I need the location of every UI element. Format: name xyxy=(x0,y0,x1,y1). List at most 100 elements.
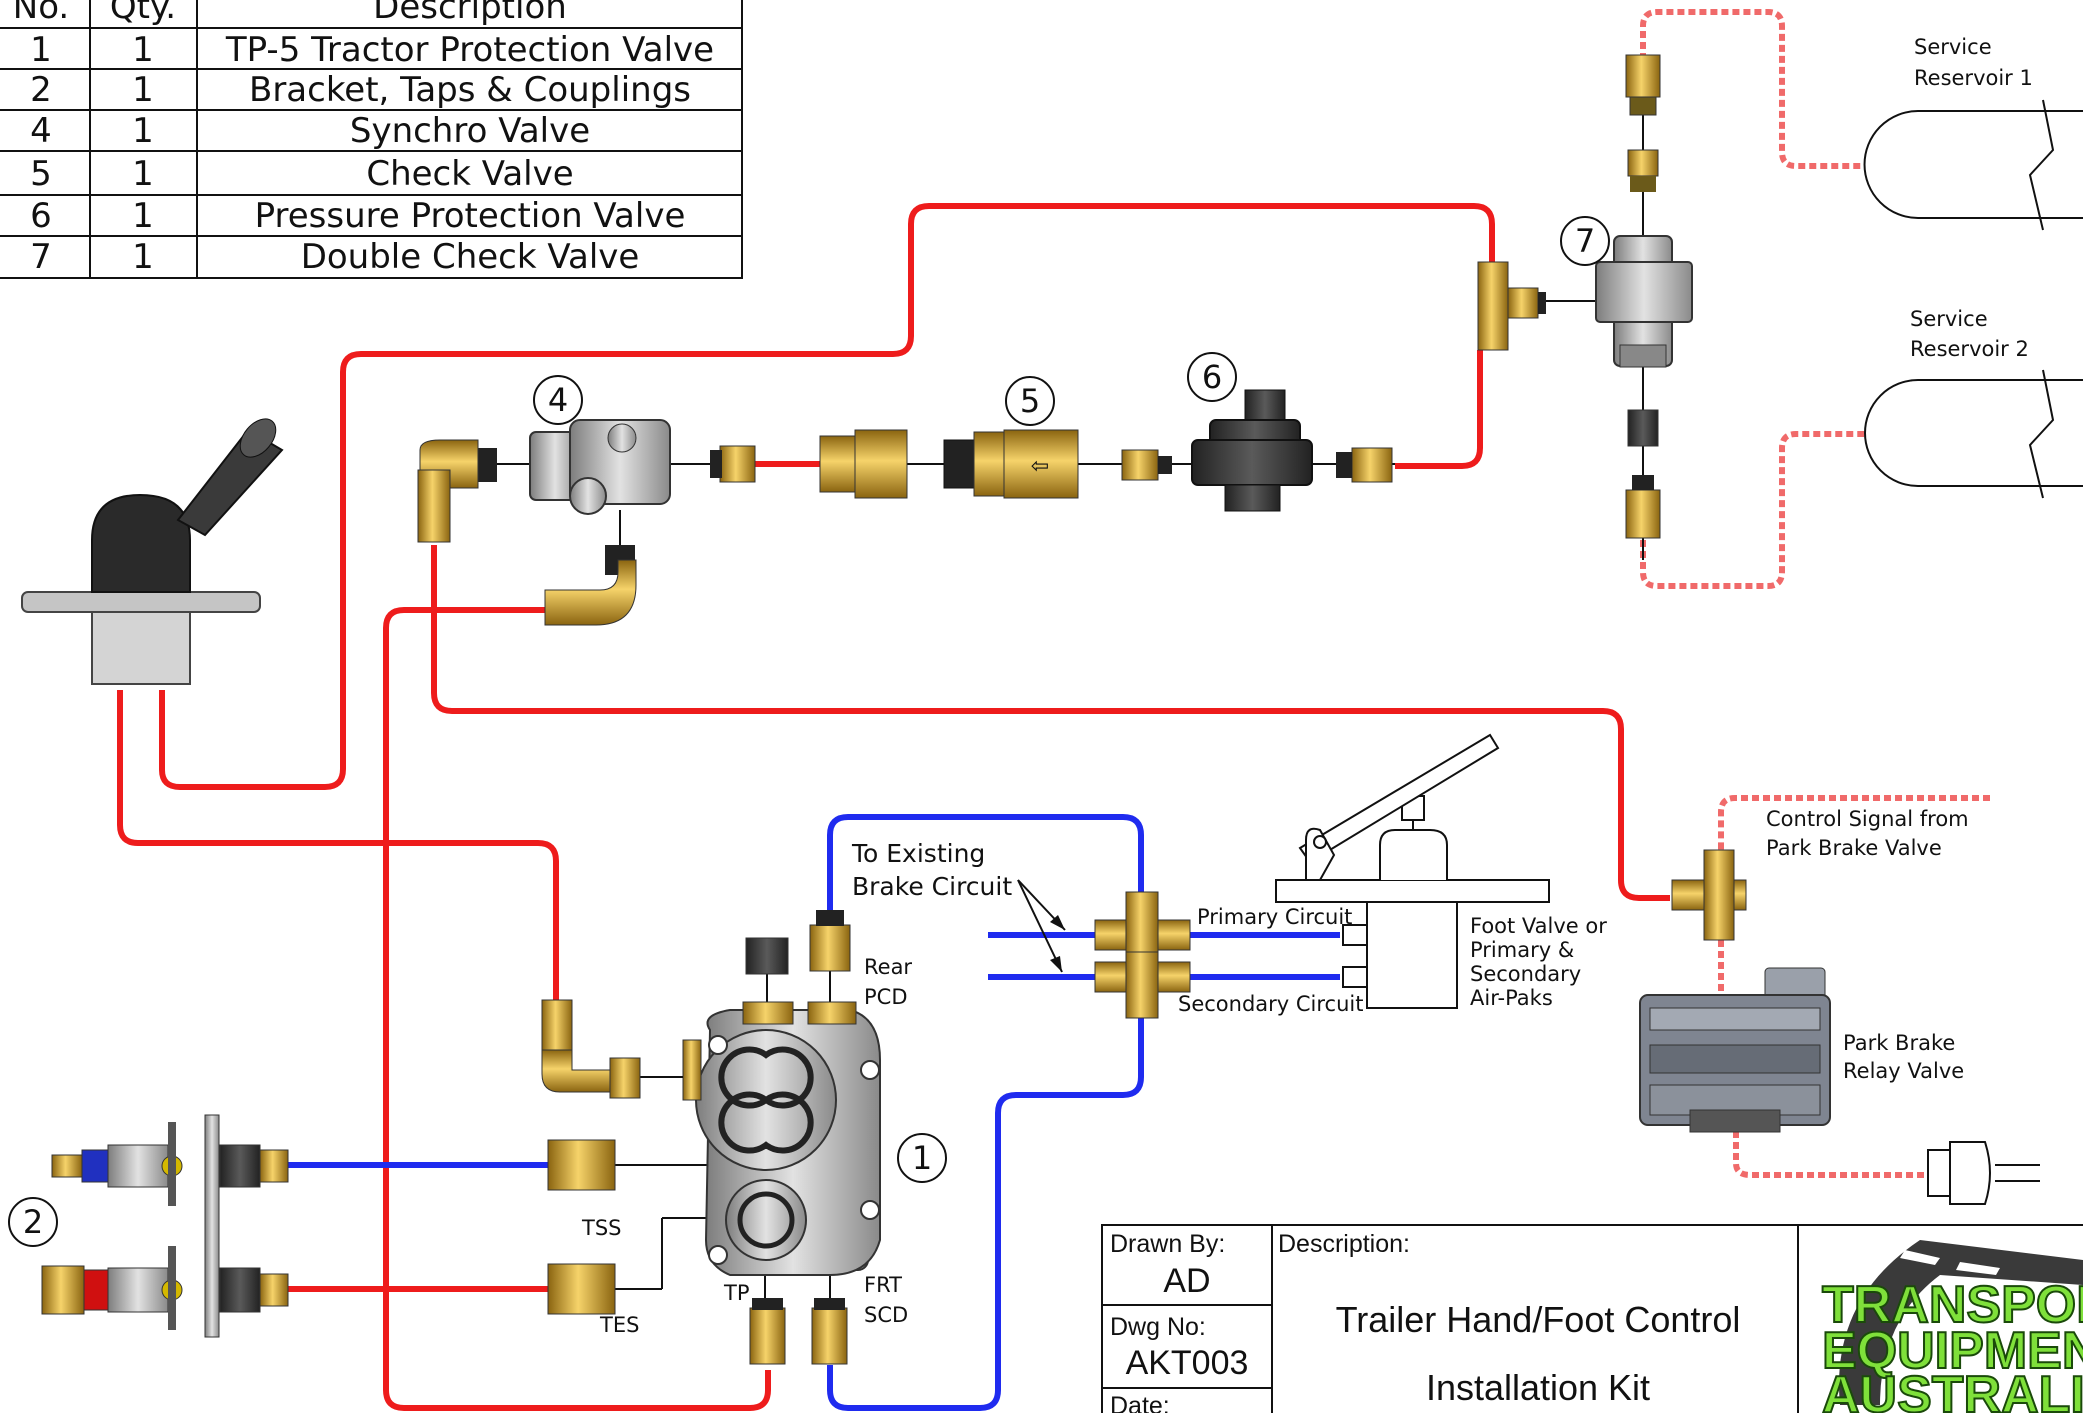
check-valve-5: ⇦ 5 xyxy=(819,376,1100,499)
table-row-1-no: 1 xyxy=(30,30,52,70)
balloon-5 xyxy=(1005,376,1055,426)
couplings-item-2: 2 xyxy=(8,1114,289,1338)
control-signal-label-1: Control Signal from xyxy=(1766,807,1969,831)
table-row-6-qty: 1 xyxy=(132,237,154,277)
table-row-2-description: Bracket, Taps & Couplings xyxy=(249,70,691,110)
table-row-3-no: 4 xyxy=(30,111,52,151)
secondary-circuit-label: Secondary Circuit xyxy=(1178,992,1363,1016)
tp-label: TP xyxy=(723,1281,750,1305)
parts-table: No. Qty. Description 1 1 TP-5 Tractor Pr… xyxy=(0,0,743,279)
table-header-qty: Qty. xyxy=(110,0,176,27)
table-row-1-qty: 1 xyxy=(132,30,154,70)
balloon-7 xyxy=(1560,216,1610,266)
red-line-handvalve-to-reservoir xyxy=(159,203,1495,790)
red-line-handvalve-to-tp5 xyxy=(117,690,559,1000)
foot-valve-label-4: Air-Paks xyxy=(1470,986,1553,1010)
table-header-description: Description xyxy=(373,0,567,27)
dwg-no-label: Dwg No: xyxy=(1110,1313,1206,1341)
table-row-2-no: 2 xyxy=(30,70,52,110)
description-line-2: Installation Kit xyxy=(1426,1367,1650,1408)
synchro-valve-4: 4 xyxy=(475,375,756,575)
pressure-protection-valve-6: 6 xyxy=(1100,352,1395,512)
tes-label: TES xyxy=(599,1313,639,1337)
table-row-6-description: Double Check Valve xyxy=(301,237,640,277)
svg-text:⇦: ⇦ xyxy=(1031,454,1049,479)
rear-label: Rear xyxy=(864,955,912,979)
tee-fitting-valve7 xyxy=(1477,261,1546,351)
table-row-5-description: Pressure Protection Valve xyxy=(255,196,686,236)
drawn-by-label: Drawn By: xyxy=(1110,1230,1225,1258)
balloon-6 xyxy=(1187,352,1237,402)
elbow-fitting-tp5 xyxy=(541,999,683,1099)
elbow-fitting-lower xyxy=(544,559,637,626)
dwg-no-value: AKT003 xyxy=(1126,1344,1249,1382)
table-row-2-qty: 1 xyxy=(132,70,154,110)
table-row-5-no: 6 xyxy=(30,196,52,236)
elbow-fitting-upper xyxy=(417,439,479,543)
existing-brake-circuit-callout: To Existing Brake Circuit xyxy=(851,839,1066,973)
balloon-2 xyxy=(8,1197,58,1247)
red-supply-lines xyxy=(117,203,1670,1411)
description-line-1: Trailer Hand/Foot Control xyxy=(1336,1299,1741,1340)
reservoir-2-label-b: Reservoir 2 xyxy=(1910,337,2029,361)
red-line-reservoir-to-valve6 xyxy=(1395,350,1483,469)
dashed-lines xyxy=(1640,9,1990,1178)
foot-valve-label-3: Secondary xyxy=(1470,962,1581,986)
red-line-valve4-to-parkbrake xyxy=(431,545,1670,901)
control-signal-label-2: Park Brake Valve xyxy=(1766,836,1942,860)
reservoir-1-label-b: Reservoir 1 xyxy=(1914,66,2033,90)
foot-valve: Primary Circuit Secondary Circuit Foot V… xyxy=(1178,733,1607,1016)
to-existing-label-b: Brake Circuit xyxy=(852,872,1012,901)
logo-line-1: TRANSPOR xyxy=(1822,1276,2083,1334)
title-block: Drawn By: AD Dwg No: AKT003 Date: Descri… xyxy=(1101,1224,2083,1413)
table-row-4-qty: 1 xyxy=(132,154,154,194)
tee-fittings-circuits xyxy=(1094,891,1191,1019)
balloon-6-text: 6 xyxy=(1202,358,1222,396)
pcd-label: PCD xyxy=(864,985,908,1009)
foot-valve-label-1: Foot Valve or xyxy=(1470,914,1607,938)
logo-line-2: EQUIPMEN xyxy=(1822,1322,2083,1380)
double-check-valve-7: 7 xyxy=(1500,54,1693,560)
table-row-3-description: Synchro Valve xyxy=(350,111,590,151)
foot-valve-label-2: Primary & xyxy=(1470,938,1574,962)
park-brake-label-2: Relay Valve xyxy=(1843,1059,1964,1083)
dashed-line-reservoir-1 xyxy=(1640,9,1865,169)
to-existing-label-a: To Existing xyxy=(851,839,985,868)
tp5-valve-item-1: 1 xyxy=(547,910,947,1365)
hand-control-valve xyxy=(21,418,284,685)
drawn-by-value: AD xyxy=(1163,1262,1210,1300)
table-row-6-no: 7 xyxy=(30,237,52,277)
red-line-elbow-to-tp xyxy=(383,607,771,1411)
balloon-7-text: 7 xyxy=(1575,222,1595,260)
table-row-5-qty: 1 xyxy=(132,196,154,236)
table-row-1-description: TP-5 Tractor Protection Valve xyxy=(225,30,714,70)
service-reservoir-1: Service Reservoir 1 xyxy=(1863,35,2083,231)
primary-circuit-label: Primary Circuit xyxy=(1197,905,1352,929)
table-row-4-no: 5 xyxy=(30,154,52,194)
blue-control-lines xyxy=(288,814,1340,1411)
balloon-1 xyxy=(897,1133,947,1183)
dashed-line-control-signal xyxy=(1718,795,1990,850)
balloon-1-text: 1 xyxy=(912,1139,932,1177)
park-brake-tee: Control Signal from Park Brake Valve xyxy=(1671,807,1969,941)
balloon-5-text: 5 xyxy=(1020,382,1040,420)
service-reservoir-2: Service Reservoir 2 xyxy=(1864,307,2083,499)
park-brake-relay-valve: Park Brake Relay Valve xyxy=(1639,967,1964,1133)
table-row-3-qty: 1 xyxy=(132,111,154,151)
description-label: Description: xyxy=(1278,1230,1410,1258)
park-brake-label-1: Park Brake xyxy=(1843,1031,1955,1055)
balloon-2-text: 2 xyxy=(23,1203,43,1241)
logo-line-3: AUSTRALI xyxy=(1822,1366,2083,1413)
company-logo: TRANSPOR EQUIPMEN AUSTRALI xyxy=(1821,1240,2083,1413)
blue-line-rear-pcd xyxy=(827,814,1144,920)
scd-label: SCD xyxy=(864,1303,908,1327)
dashed-line-reservoir-2 xyxy=(1640,431,1865,589)
reservoir-1-label-a: Service xyxy=(1914,35,1992,59)
table-header-no: No. xyxy=(13,0,69,27)
balloon-4-text: 4 xyxy=(548,381,568,419)
date-label: Date: xyxy=(1110,1392,1170,1413)
balloon-4 xyxy=(533,375,583,425)
brake-chamber xyxy=(1927,1141,2040,1205)
reservoir-2-label-a: Service xyxy=(1910,307,1988,331)
